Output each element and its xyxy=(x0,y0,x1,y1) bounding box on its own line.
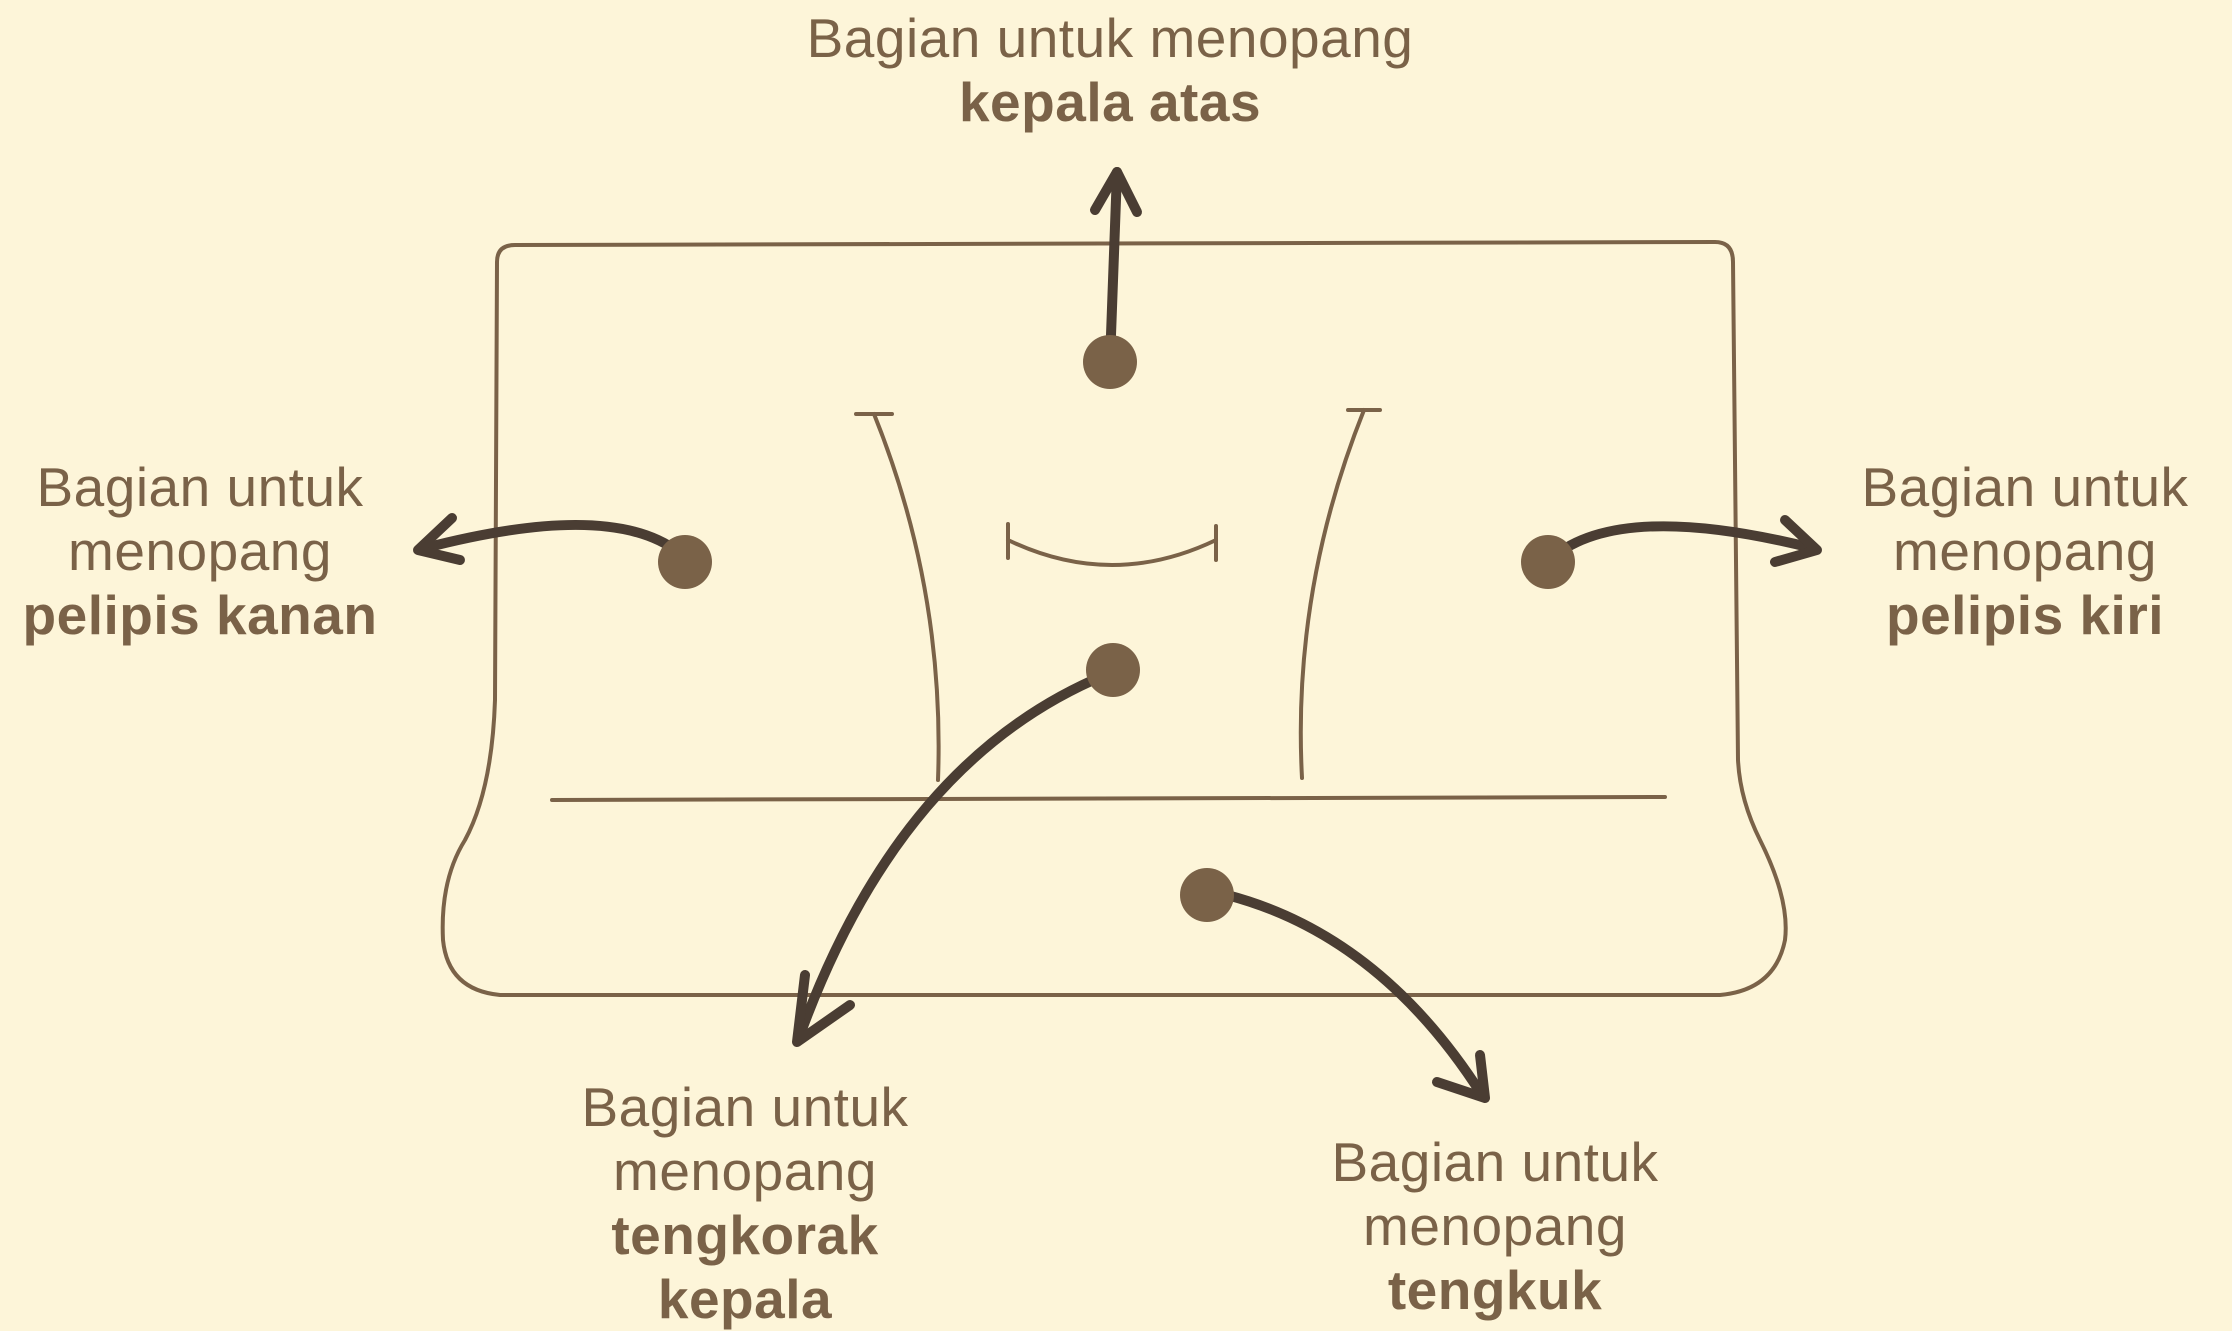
dots-group xyxy=(658,335,1575,922)
label-left-line1: Bagian untuk xyxy=(36,456,364,518)
label-bl-line2: menopang xyxy=(613,1140,877,1202)
label-pelipis-kiri: Bagian untuk menopang pelipis kiri xyxy=(1830,455,2220,647)
arrow-bottom-left xyxy=(795,670,1110,1040)
dot-top xyxy=(1083,335,1137,389)
label-bl-bold1: tengkorak xyxy=(611,1204,879,1266)
label-br-line1: Bagian untuk xyxy=(1331,1131,1659,1193)
label-bl-line1: Bagian untuk xyxy=(581,1076,909,1138)
label-bl-bold2: kepala xyxy=(657,1268,833,1330)
arrow-left xyxy=(420,519,683,557)
label-right-bold1: pelipis kiri xyxy=(1885,584,2165,646)
arrow-right-head xyxy=(1770,515,1822,567)
dot-right xyxy=(1521,535,1575,589)
left-contour-line xyxy=(854,412,941,782)
label-top-bold1: kepala atas xyxy=(958,71,1262,133)
label-pelipis-kanan: Bagian untuk menopang pelipis kanan xyxy=(0,455,400,647)
arrow-bottom-left-head xyxy=(792,970,855,1047)
arrow-up-head xyxy=(1090,167,1142,217)
pillow-outline-group xyxy=(440,240,1788,997)
arrow-left-head xyxy=(413,513,465,565)
arrow-bottom-right xyxy=(1222,890,1487,1100)
arrow-up xyxy=(1105,167,1122,367)
dot-center xyxy=(1086,643,1140,697)
pillow-outline xyxy=(440,240,1788,997)
label-left-line2: menopang xyxy=(68,520,332,582)
label-br-bold1: tengkuk xyxy=(1387,1259,1603,1321)
arrows-group xyxy=(413,167,1822,1103)
label-kepala-atas: Bagian untuk menopang kepala atas xyxy=(760,6,1460,134)
right-contour-line xyxy=(1298,408,1382,780)
label-top-line1: Bagian untuk menopang xyxy=(806,7,1414,69)
label-tengkorak-kepala: Bagian untuk menopang tengkorak kepala xyxy=(545,1075,945,1331)
label-tengkuk: Bagian untuk menopang tengkuk xyxy=(1295,1130,1695,1322)
label-left-bold1: pelipis kanan xyxy=(22,584,378,646)
label-right-line1: Bagian untuk xyxy=(1861,456,2189,518)
label-right-line2: menopang xyxy=(1893,520,2157,582)
neck-seam-line xyxy=(550,795,1667,802)
dot-neck xyxy=(1180,868,1234,922)
dot-left xyxy=(658,535,712,589)
arrow-bottom-right-head xyxy=(1432,1050,1490,1103)
head-cradle-curve xyxy=(1006,522,1218,567)
arrow-right xyxy=(1547,521,1817,563)
label-br-line2: menopang xyxy=(1363,1195,1627,1257)
